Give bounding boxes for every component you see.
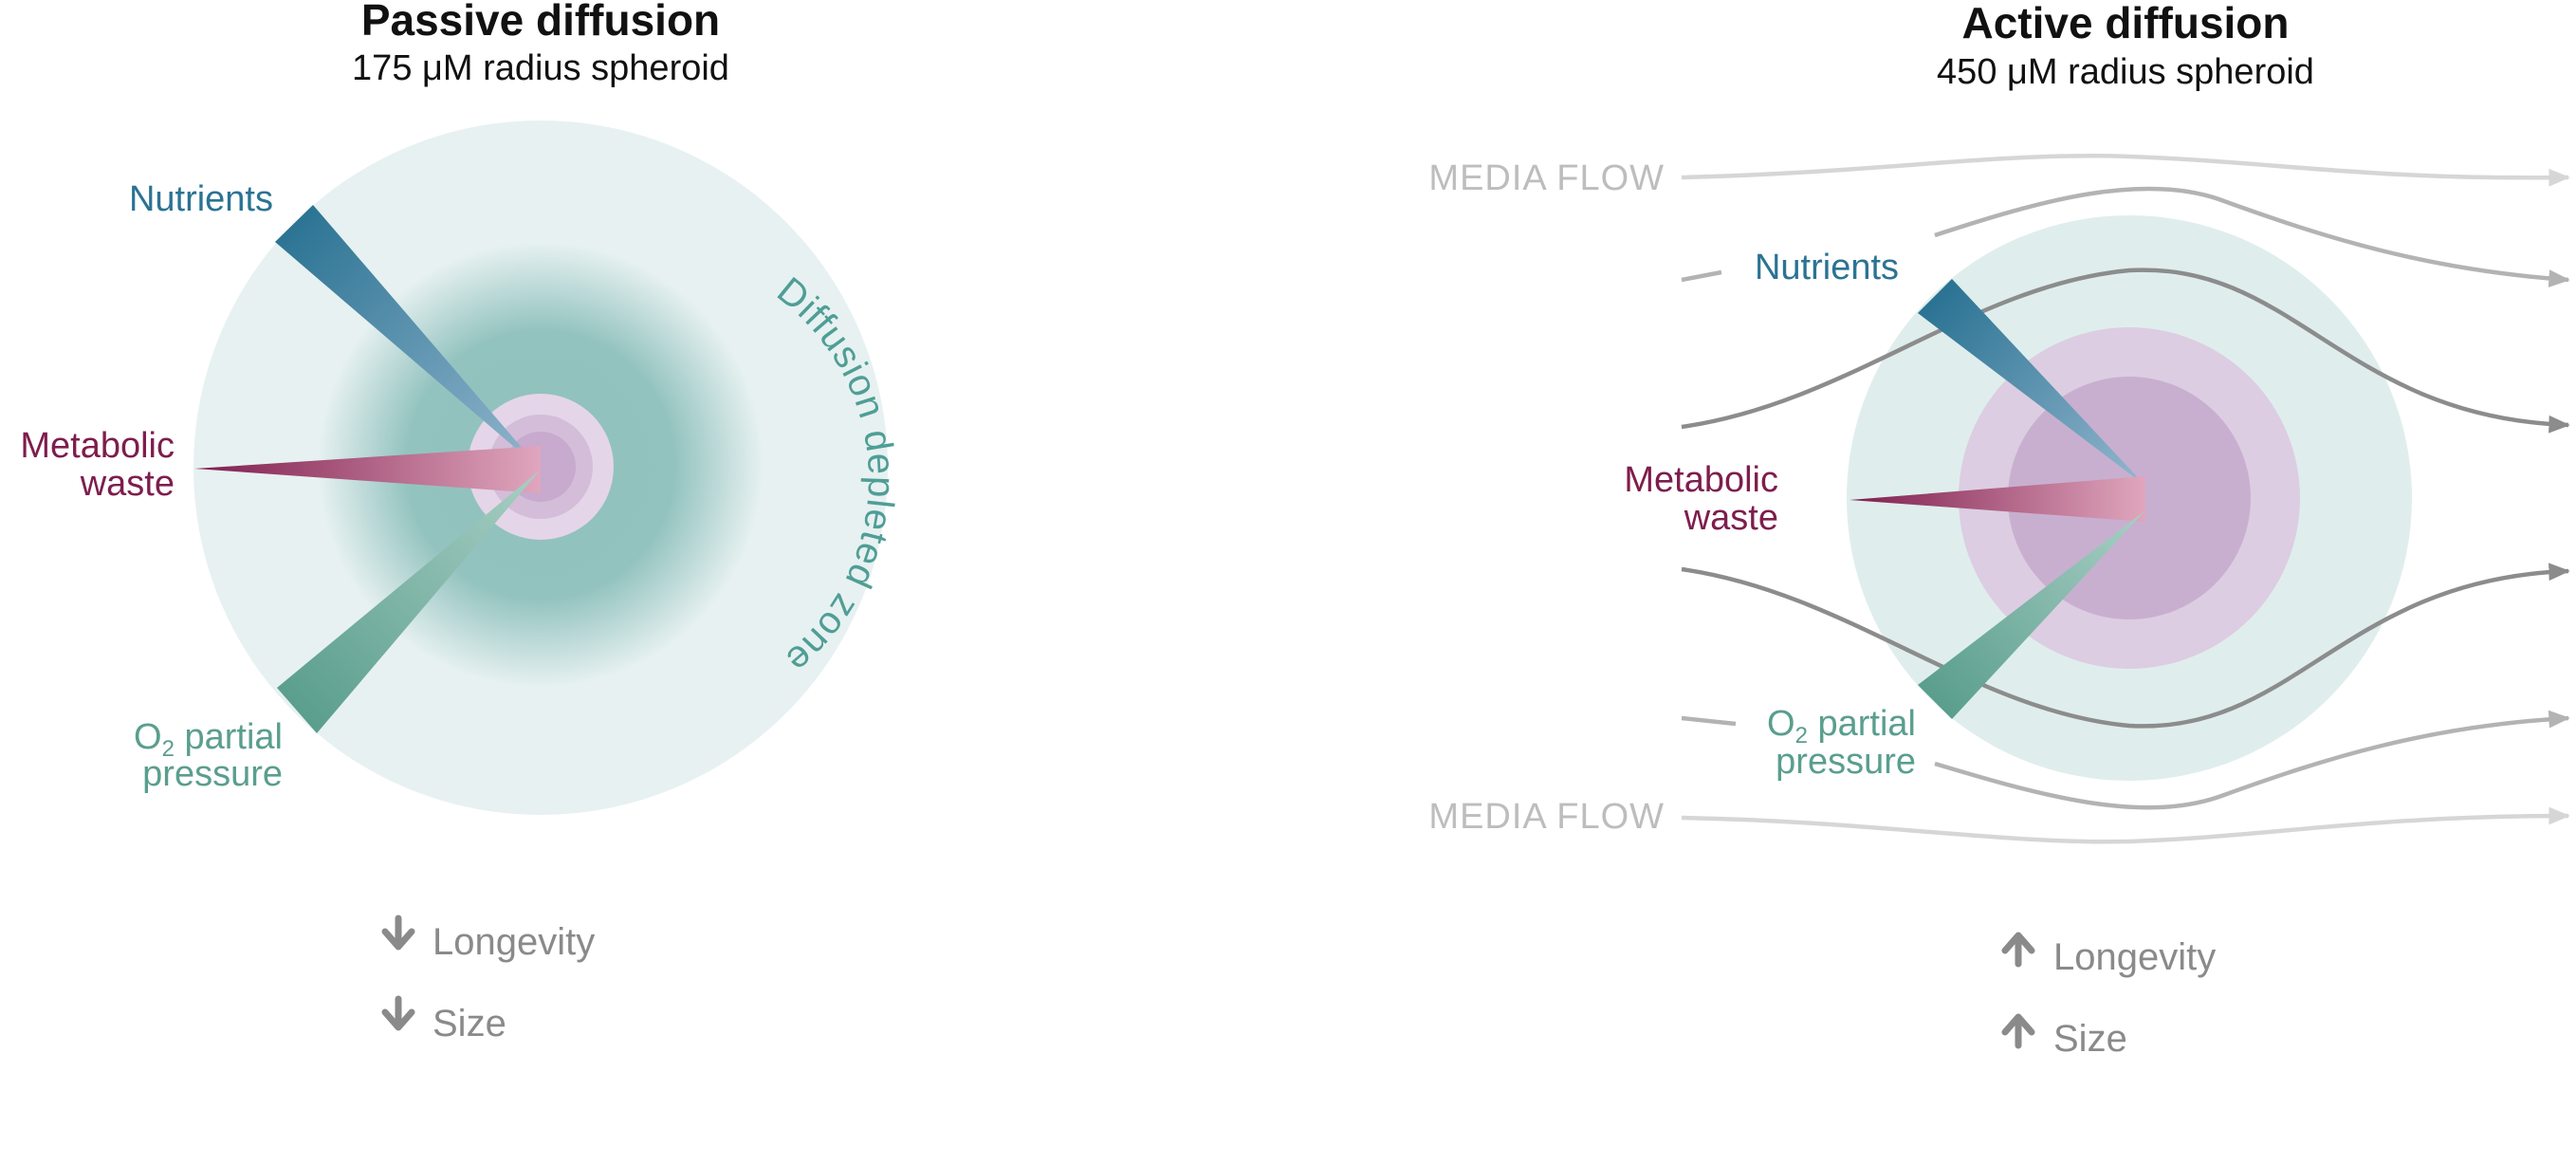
passive-outcome-size: Size	[381, 995, 506, 1044]
flow-line-top	[1681, 154, 2570, 187]
down-arrow-icon	[381, 915, 415, 951]
flow-line-upper	[1934, 186, 2570, 287]
passive-waste-wedge	[194, 446, 541, 493]
passive-panel: Passive diffusion 175 μM radius spheroid…	[20, 0, 901, 1044]
active-subtitle: 450 μM radius spheroid	[1937, 52, 2314, 92]
passive-oxygen-label-2: pressure	[142, 754, 283, 794]
active-nutrients-wedge	[1918, 279, 2145, 486]
active-title: Active diffusion	[1961, 0, 2289, 47]
passive-outcome-label: Size	[432, 1003, 506, 1044]
active-oxygen-wedge	[1918, 510, 2145, 719]
passive-title: Passive diffusion	[361, 0, 720, 45]
passive-outcome-longevity: Longevity	[381, 915, 595, 963]
active-waste-label-1: Metabolic	[1624, 460, 1778, 500]
down-arrow-icon	[381, 995, 415, 1031]
active-oxygen-label-1: O2 partial	[1767, 704, 1916, 748]
active-panel: Active diffusion 450 μM radius spheroid …	[1428, 0, 2570, 1060]
passive-subtitle: 175 μM radius spheroid	[352, 48, 729, 88]
flow-line-lower-stub	[1681, 715, 1737, 727]
up-arrow-icon	[2001, 932, 2035, 968]
active-outcome-label: Longevity	[2053, 936, 2216, 978]
flow-line-mid-bottom	[1681, 563, 2570, 729]
active-outcome-label: Size	[2053, 1018, 2127, 1060]
up-arrow-icon	[2001, 1013, 2035, 1049]
media-flow-bottom-label: MEDIA FLOW	[1428, 797, 1665, 837]
passive-waste-label-1: Metabolic	[20, 426, 175, 466]
active-oxygen-label-2: pressure	[1776, 742, 1916, 782]
active-outcome-longevity: Longevity	[2001, 932, 2216, 978]
flow-line-lower	[1934, 710, 2570, 810]
active-nutrients-label: Nutrients	[1755, 248, 1899, 287]
passive-nutrients-label: Nutrients	[129, 179, 273, 219]
passive-outcome-label: Longevity	[432, 921, 595, 963]
active-waste-wedge	[1849, 476, 2145, 522]
flow-line-bottom	[1681, 806, 2570, 844]
active-waste-label-2: waste	[1684, 498, 1778, 538]
passive-oxygen-wedge	[277, 470, 541, 733]
flow-line-upper-stub	[1681, 269, 1722, 283]
passive-nutrients-wedge	[275, 205, 541, 470]
passive-oxygen-label-1: O2 partial	[134, 717, 283, 762]
media-flow-top-label: MEDIA FLOW	[1428, 158, 1665, 198]
passive-waste-label-2: waste	[80, 464, 175, 504]
flow-line-mid-top	[1681, 268, 2570, 434]
active-outcome-size: Size	[2001, 1013, 2127, 1060]
